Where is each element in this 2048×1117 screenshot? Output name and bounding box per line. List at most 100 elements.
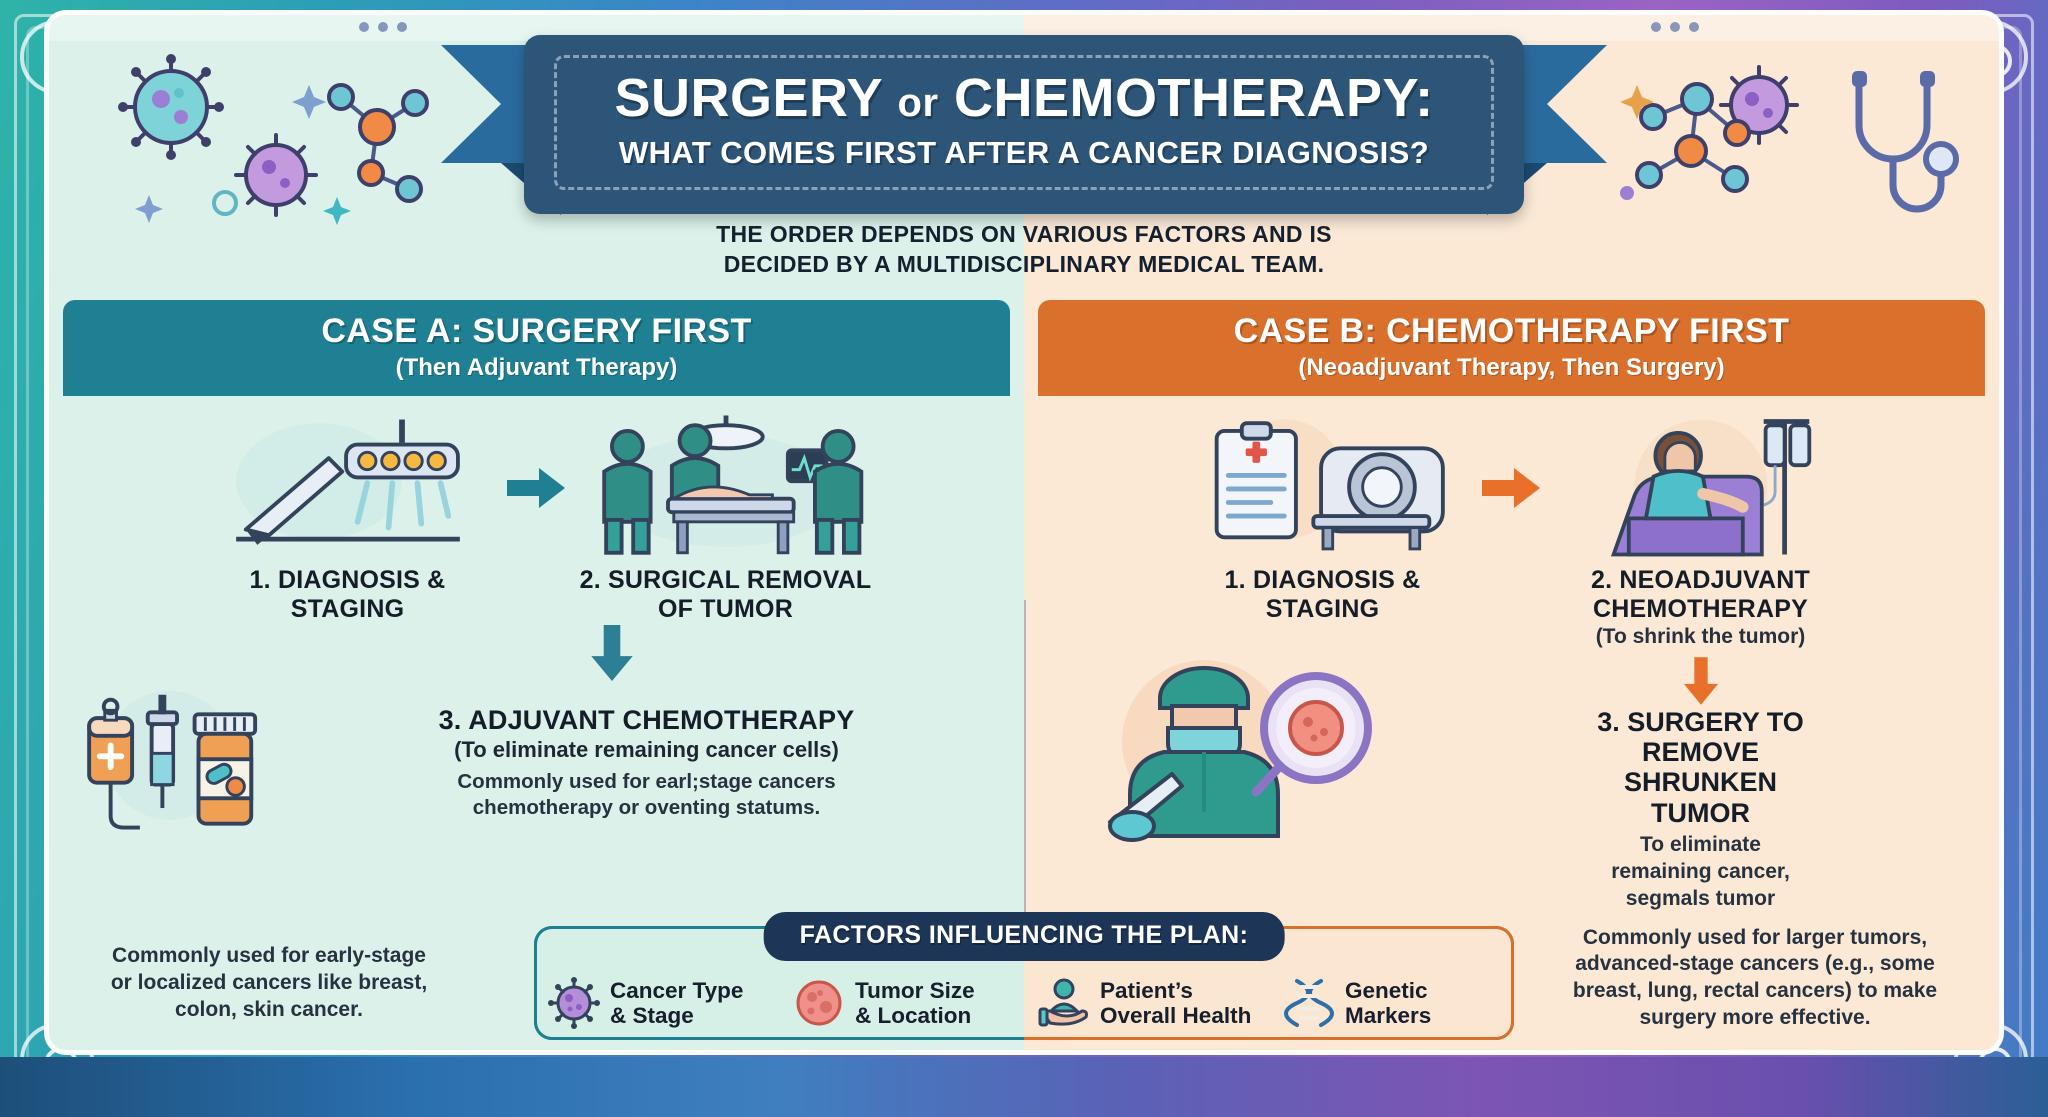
arrow-right-icon bbox=[506, 468, 565, 508]
case-b-step-3-note: To eliminate remaining cancer, segmals t… bbox=[1591, 832, 1811, 913]
case-b-bottom-note-line-3: breast, lung, rectal cancers) to make bbox=[1572, 979, 1938, 1003]
pill-bottle-icon bbox=[192, 712, 258, 826]
case-a-step-3-text: 3. ADJUVANT CHEMOTHERAPY (To eliminate r… bbox=[293, 683, 1000, 821]
case-b-bottom-note-line-4: surgery more effective. bbox=[1639, 1006, 1871, 1030]
case-b-arrow-1 bbox=[1479, 410, 1545, 566]
factor-label: Patient’s Overall Health bbox=[1100, 978, 1251, 1028]
decorative-dots-left bbox=[359, 22, 407, 32]
case-a-step-2-label-line-1: 2. SURGICAL REMOVAL bbox=[579, 566, 872, 594]
factor-label-line-1: Cancer Type bbox=[610, 977, 744, 1003]
factor-label-line-2: & Stage bbox=[610, 1003, 694, 1028]
decorative-dots-right bbox=[1651, 22, 1699, 32]
patient-in-hand-icon bbox=[1038, 977, 1090, 1029]
factor-label-line-1: Tumor Size bbox=[855, 977, 975, 1003]
factor-label: Genetic Markers bbox=[1345, 978, 1431, 1028]
case-b-step-2-paren: (To shrink the tumor) bbox=[1595, 625, 1806, 648]
iv-bag-icon bbox=[87, 697, 140, 830]
patient-receiving-iv-chemo-icon bbox=[1551, 410, 1851, 566]
factor-label-line-2: & Location bbox=[855, 1003, 972, 1028]
clipboard-and-mri-scanner-icon bbox=[1173, 410, 1473, 566]
iv-stand-icon bbox=[1762, 419, 1811, 555]
surgeon-icon bbox=[601, 429, 653, 555]
case-b-heading: CASE B: CHEMOTHERAPY FIRST bbox=[1233, 312, 1790, 350]
factors-title: FACTORS INFLUENCING THE PLAN: bbox=[763, 912, 1285, 961]
virus-cell-icon bbox=[548, 977, 600, 1029]
main-card: SURGERY or CHEMOTHERAPY: WHAT COMES FIRS… bbox=[44, 10, 2004, 1055]
case-a-column: CASE A: SURGERY FIRST (Then Adjuvant The… bbox=[49, 300, 1024, 1050]
case-b-step-2-label: 2. NEOADJUVANT CHEMOTHERAPY bbox=[1551, 566, 1851, 623]
case-a-step-3: 3. ADJUVANT CHEMOTHERAPY (To eliminate r… bbox=[49, 683, 1024, 853]
page-subtitle: WHAT COMES FIRST AFTER A CANCER DIAGNOSI… bbox=[618, 134, 1430, 170]
case-a-step-2-label-line-2: OF TUMOR bbox=[658, 594, 793, 623]
factor-item: Genetic Markers bbox=[1269, 977, 1514, 1029]
case-a-step-2: 2. SURGICAL REMOVAL OF TUMOR bbox=[576, 410, 876, 623]
case-b-subheading: (Neoadjuvant Therapy, Then Surgery) bbox=[1298, 354, 1725, 381]
case-b-column: CASE B: CHEMOTHERAPY FIRST (Neoadjuvant … bbox=[1024, 300, 1999, 1050]
scalpel-and-surgical-lamp-icon bbox=[198, 410, 498, 566]
arrow-down-icon bbox=[590, 625, 633, 681]
case-a-step-3-note-line-1: Commonly used for earl;stage cancers bbox=[457, 770, 836, 793]
case-a-step-3-note-line-2: chemotherapy or oventing statums. bbox=[472, 796, 821, 820]
factor-label-line-2: Markers bbox=[1345, 1003, 1432, 1028]
factor-label-line-2: Overall Health bbox=[1100, 1003, 1252, 1028]
case-b-step-3-text: 3. SURGERY TO REMOVE SHRUNKEN TUMOR To e… bbox=[1551, 707, 1851, 913]
case-a-subheading: (Then Adjuvant Therapy) bbox=[395, 354, 678, 381]
dna-helix-icon bbox=[1283, 977, 1335, 1029]
title-part-2: CHEMOTHERAPY: bbox=[954, 68, 1434, 128]
title-ribbon: SURGERY or CHEMOTHERAPY: WHAT COMES FIRS… bbox=[524, 35, 1524, 214]
page-title: SURGERY or CHEMOTHERAPY: bbox=[575, 70, 1473, 127]
lede-text: THE ORDER DEPENDS ON VARIOUS FACTORS AND… bbox=[716, 220, 1332, 280]
case-b-step-3-title-line-2: SHRUNKEN TUMOR bbox=[1623, 767, 1777, 828]
tumor-mass-icon bbox=[793, 977, 845, 1029]
case-a-bottom-note-line-1: Commonly used for early-stage bbox=[112, 944, 426, 968]
lede-line-2: DECIDED BY A MULTIDISCIPLINARY MEDICAL T… bbox=[723, 250, 1325, 277]
factor-label: Cancer Type & Stage bbox=[610, 978, 743, 1028]
lede-line-1: THE ORDER DEPENDS ON VARIOUS FACTORS AND… bbox=[716, 221, 1332, 247]
mri-scanner-icon bbox=[1310, 446, 1445, 551]
tumor-magnifier-icon bbox=[1251, 672, 1372, 797]
case-a-step-3-paren: (To eliminate remaining cancer cells) bbox=[454, 737, 839, 762]
title-part-1: SURGERY bbox=[614, 68, 883, 128]
patient-on-table-icon bbox=[665, 485, 796, 555]
factor-label-line-1: Genetic bbox=[1345, 977, 1428, 1003]
surgeon-icon-3 bbox=[812, 429, 863, 555]
case-a-bottom-note-line-2: or localized cancers like breast, bbox=[110, 971, 428, 995]
case-b-step-3-title: 3. SURGERY TO REMOVE SHRUNKEN TUMOR bbox=[1591, 707, 1811, 828]
case-a-arrow-2 bbox=[199, 625, 1024, 681]
case-b-step-1: 1. DIAGNOSIS & STAGING bbox=[1173, 410, 1473, 623]
factor-item: Patient’s Overall Health bbox=[1024, 977, 1269, 1029]
patient-icon bbox=[1610, 431, 1764, 557]
surgeon-with-tumor-magnifier-icon bbox=[1054, 646, 1384, 842]
case-a-bottom-note-line-3: colon, skin cancer. bbox=[175, 998, 363, 1022]
case-a-bottom-note: Commonly used for early-stage or localiz… bbox=[89, 943, 449, 1024]
case-a-step-2-label: 2. SURGICAL REMOVAL OF TUMOR bbox=[576, 566, 876, 623]
case-b-header: CASE B: CHEMOTHERAPY FIRST (Neoadjuvant … bbox=[1038, 300, 1985, 396]
case-a-arrow-1 bbox=[504, 410, 570, 566]
case-b-step-3-note-line-1: To eliminate remaining cancer, bbox=[1611, 832, 1790, 883]
clipboard-icon bbox=[1214, 421, 1298, 540]
factors-bar: FACTORS INFLUENCING THE PLAN: bbox=[534, 912, 1514, 1040]
case-a-step-3-title: 3. ADJUVANT CHEMOTHERAPY bbox=[438, 705, 855, 735]
surgical-lamp-icon bbox=[343, 419, 460, 531]
case-b-step-2: 2. NEOADJUVANT CHEMOTHERAPY (To shrink t… bbox=[1551, 410, 1851, 913]
column-divider bbox=[1024, 600, 1026, 930]
case-b-bottom-note-line-1: Commonly used for larger tumors, bbox=[1582, 925, 1928, 949]
case-a-body: 1. DIAGNOSIS & STAGING bbox=[49, 396, 1024, 1050]
case-b-bottom-note-line-2: advanced-stage cancers (e.g., some bbox=[1575, 952, 1935, 976]
case-b-step-2-label-line-2: CHEMOTHERAPY bbox=[1593, 594, 1808, 623]
arrow-right-icon bbox=[1481, 468, 1540, 508]
iv-bag-syringe-pill-bottle-icon bbox=[73, 683, 283, 853]
case-b-steps-row: 1. DIAGNOSIS & STAGING bbox=[1024, 396, 1999, 913]
factor-label-line-1: Patient’s bbox=[1100, 977, 1193, 1003]
arrow-down-icon bbox=[1683, 657, 1718, 705]
title-conjunction: or bbox=[897, 81, 939, 125]
header-ribbon-area: SURGERY or CHEMOTHERAPY: WHAT COMES FIRS… bbox=[49, 23, 1999, 223]
case-a-heading: CASE A: SURGERY FIRST bbox=[321, 312, 752, 350]
cases-container: CASE A: SURGERY FIRST (Then Adjuvant The… bbox=[49, 300, 1999, 1050]
factor-label: Tumor Size & Location bbox=[855, 978, 975, 1028]
case-b-arrow-2 bbox=[1551, 657, 1851, 705]
case-b-step-2-label-line-1: 2. NEOADJUVANT bbox=[1590, 566, 1811, 594]
case-b-step-3-title-line-1: 3. SURGERY TO REMOVE bbox=[1597, 707, 1804, 768]
factors-items: Cancer Type & Stage bbox=[534, 972, 1514, 1034]
